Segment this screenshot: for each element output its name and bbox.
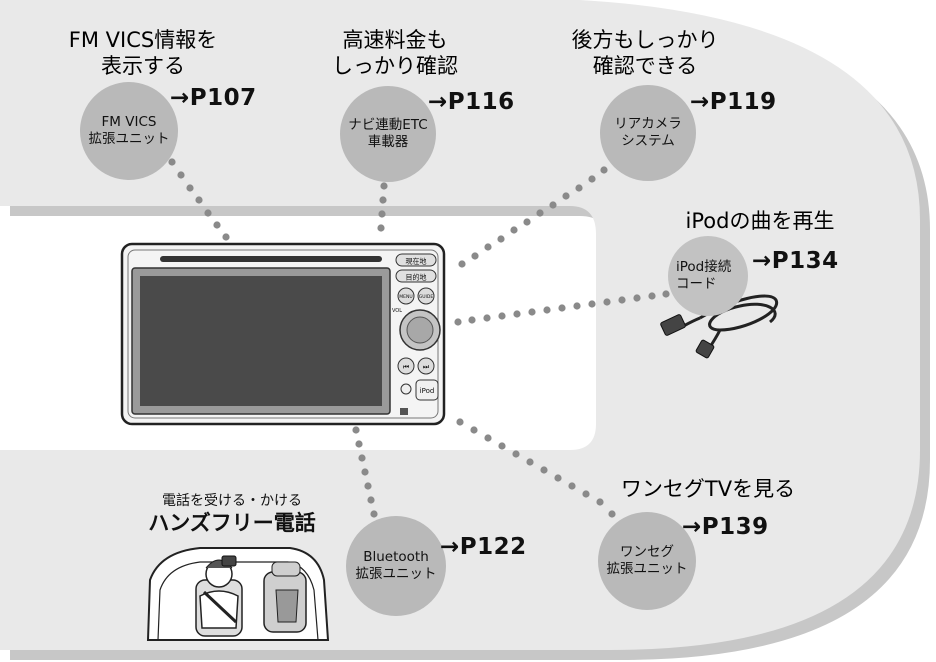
heading-bluetooth-large: ハンズフリー電話	[148, 511, 316, 535]
navi-button-genzaichi-label: 現在地	[406, 257, 427, 266]
heading-bluetooth-small: 電話を受ける・かける	[162, 493, 302, 509]
circle-fmvics: FM VICS 拡張ユニット	[80, 82, 178, 180]
circle-bluetooth-line2: 拡張ユニット	[355, 566, 437, 582]
circle-bluetooth-line1: Bluetooth	[363, 549, 429, 565]
navi-button-mokutekichi-label: 目的地	[406, 273, 427, 282]
circle-oneseg-line2: 拡張ユニット	[606, 561, 688, 577]
heading-ipod-line1: iPodの曲を再生	[685, 209, 835, 233]
navi-button-labels: 現在地 目的地 MENU GUIDE VOL iPod ⏮ ⏭	[392, 257, 434, 396]
heading-fmvics: FM VICS情報を 表示する	[58, 27, 228, 79]
heading-ipod: iPodの曲を再生	[660, 208, 860, 234]
page-ref-ipod[interactable]: →P134	[752, 248, 839, 274]
car-illustration	[146, 547, 330, 641]
navi-button-menu-label: MENU	[399, 294, 412, 300]
heading-etc: 高速料金も しっかり確認	[310, 27, 480, 79]
circle-fmvics-line2: 拡張ユニット	[88, 131, 170, 147]
circle-bluetooth: Bluetooth 拡張ユニット	[346, 516, 446, 616]
heading-etc-line2: しっかり確認	[332, 54, 458, 78]
circle-camera-line1: リアカメラ	[614, 116, 682, 132]
heading-fmvics-line2: 表示する	[101, 54, 185, 78]
circle-camera: リアカメラ システム	[600, 85, 696, 181]
circle-fmvics-line1: FM VICS	[101, 114, 157, 130]
heading-oneseg-line1: ワンセグTVを見る	[620, 477, 796, 501]
heading-oneseg: ワンセグTVを見る	[598, 476, 818, 502]
circle-etc-line1: ナビ連動ETC	[348, 117, 428, 133]
heading-camera-line1: 後方もしっかり	[571, 28, 719, 52]
page-ref-etc[interactable]: →P116	[428, 89, 515, 115]
svg-text:⏮: ⏮	[403, 363, 409, 371]
circle-etc-line2: 車載器	[367, 134, 409, 150]
heading-camera: 後方もしっかり 確認できる	[550, 27, 740, 79]
circle-oneseg: ワンセグ 拡張ユニット	[598, 512, 696, 610]
heading-etc-line1: 高速料金も	[342, 28, 448, 52]
connector-dots	[168, 158, 670, 518]
circle-ipod: iPod接続 コード	[668, 236, 748, 316]
svg-text:⏭: ⏭	[423, 363, 430, 371]
navi-button-guide-label: GUIDE	[419, 294, 434, 300]
circle-etc: ナビ連動ETC 車載器	[340, 86, 436, 182]
heading-camera-line2: 確認できる	[592, 54, 698, 78]
usb-connector	[695, 339, 715, 359]
heading-fmvics-line1: FM VICS情報を	[68, 28, 218, 52]
navi-button-ipod-label: iPod	[420, 387, 435, 395]
circle-oneseg-line1: ワンセグ	[620, 544, 674, 560]
page-ref-bluetooth[interactable]: →P122	[440, 534, 527, 560]
heading-bluetooth: 電話を受ける・かける ハンズフリー電話	[132, 492, 332, 536]
page-ref-camera[interactable]: →P119	[690, 89, 777, 115]
navi-button-vol-label: VOL	[392, 308, 402, 314]
navi-unit	[120, 242, 446, 426]
navi-screen	[140, 276, 382, 406]
page-ref-oneseg[interactable]: →P139	[682, 514, 769, 540]
circle-camera-line2: システム	[621, 133, 675, 149]
page-ref-fmvics[interactable]: →P107	[170, 85, 257, 111]
ipod-dock-connector	[660, 314, 686, 336]
circle-ipod-line2: コード	[676, 276, 717, 292]
band-main	[0, 0, 920, 650]
circle-ipod-line1: iPod接続	[676, 259, 732, 275]
